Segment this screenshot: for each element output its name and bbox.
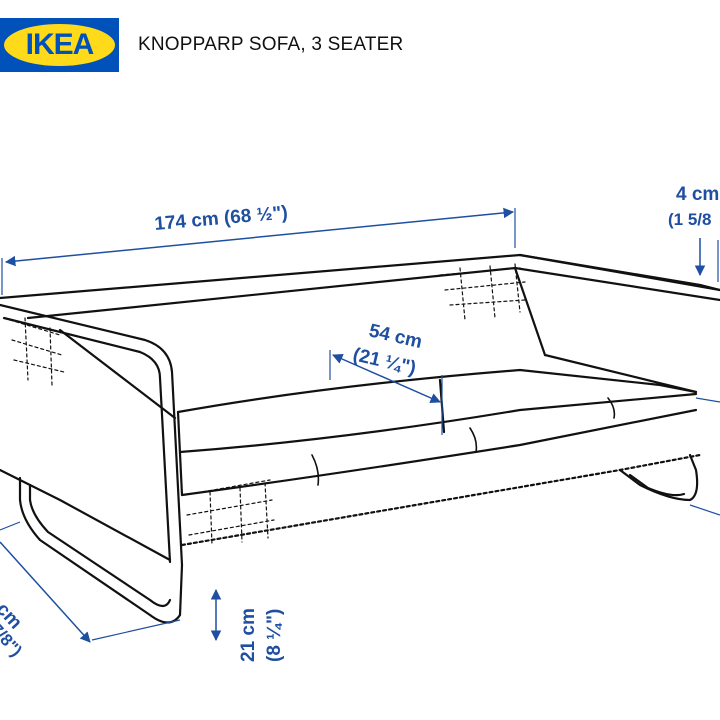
ikea-logo: IKEA [0,18,119,72]
right-depth-line [689,504,720,516]
depth-extension-top [0,521,21,531]
depth-extension [91,619,181,641]
logo-wordmark: IKEA [25,28,95,61]
leg-height-dimension: 21 cm (8 ¼") [210,588,285,662]
depth-dimension: 76 cm (29 7/8") [0,521,181,660]
arm-thickness-dimension: 4 cm (1 5/8 [668,184,719,282]
seat-depth-arrow [332,353,441,404]
leg-height-cm-label: 21 cm [238,608,259,662]
logo-oval: IKEA [4,24,115,66]
product-title: KNOPPARP SOFA, 3 SEATER [138,34,404,55]
sofa-illustration [0,253,720,624]
depth-arrow [0,541,91,643]
right-seat-line [695,397,720,403]
arm-thickness-in-label: (1 5/8 [668,210,711,229]
width-arrow [4,207,515,267]
width-dimension: 174 cm (68 ½") [1,202,516,295]
width-label: 174 cm (68 ½") [154,202,289,235]
arm-thickness-cm-label: 4 cm [676,184,719,205]
leg-height-in-label: (8 ¼") [264,609,285,662]
